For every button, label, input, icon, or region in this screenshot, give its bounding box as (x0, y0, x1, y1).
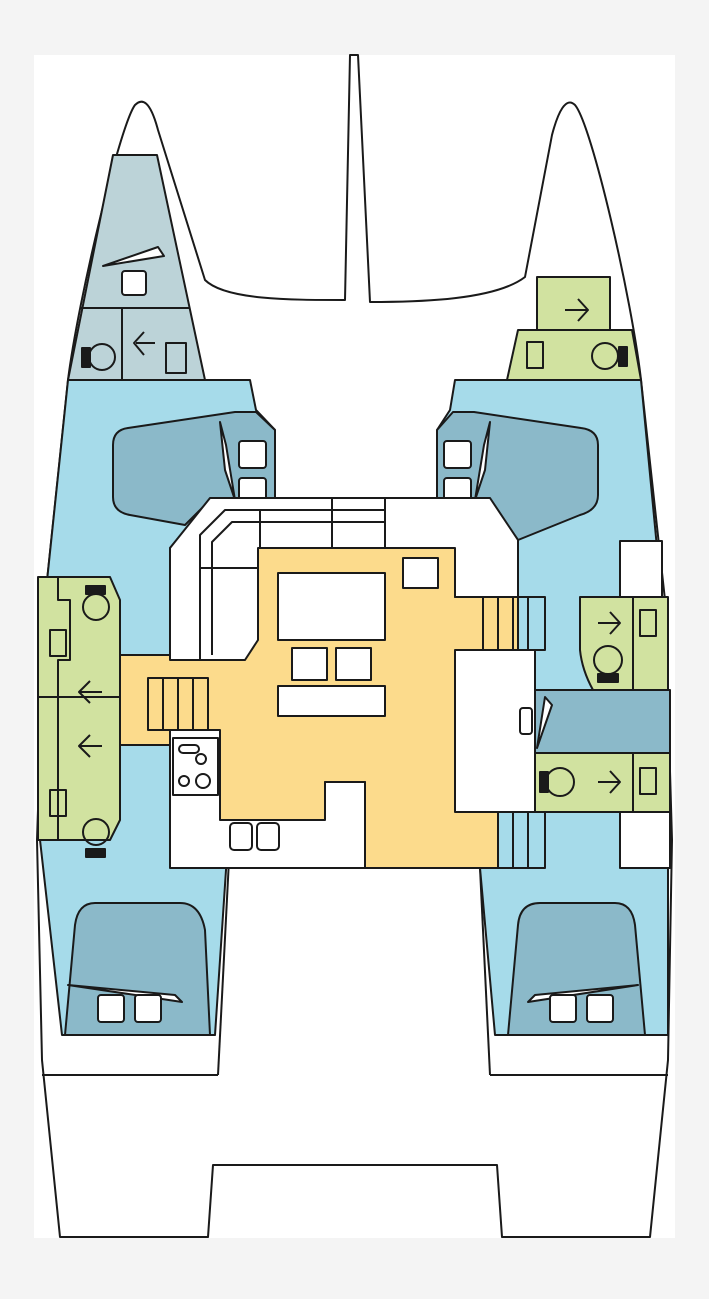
toilet-tank-icon (539, 771, 549, 793)
stool-icon (335, 647, 372, 681)
sink-icon (586, 994, 614, 1023)
shower-arrow-icon (78, 680, 102, 704)
shower-arrow-icon (133, 331, 155, 356)
shower-tray-icon (639, 609, 657, 637)
toilet-tank-icon (618, 346, 628, 367)
shower-tray-icon (49, 789, 67, 817)
shower-arrow-icon (598, 611, 621, 635)
shower-tray-icon (49, 629, 67, 657)
stairs-icon (482, 596, 546, 651)
sink-icon (121, 270, 147, 296)
sink-icon (443, 477, 472, 501)
sink-icon (229, 822, 253, 851)
burner-icon (178, 775, 190, 787)
bath-inner-wall (57, 577, 71, 840)
bench-icon (277, 685, 386, 717)
toilet-icon (82, 818, 110, 846)
sofa-cushion-line (211, 521, 385, 655)
burner-icon (195, 773, 211, 789)
sink-icon (549, 994, 577, 1023)
shower-arrow-icon (598, 770, 621, 794)
toilet-tank-icon (597, 673, 619, 683)
stove-knob-bar (178, 744, 200, 754)
sofa-cushion-line (199, 509, 385, 660)
sink-icon (238, 440, 267, 469)
burner-icon (195, 753, 207, 765)
stool-icon (291, 647, 328, 681)
shower-tray-icon (165, 342, 187, 374)
left-cockpit-edge (217, 839, 231, 1076)
shower-tray-icon (526, 341, 544, 369)
shower-arrow-icon (565, 298, 589, 322)
sink-icon (443, 440, 472, 469)
sink-icon (134, 994, 162, 1023)
fridge-icon (519, 707, 533, 735)
right-cockpit-edge (479, 867, 491, 1076)
storage-box (619, 540, 663, 598)
toilet-tank-icon (85, 585, 106, 595)
nav-seat (402, 557, 439, 589)
sink-icon (256, 822, 280, 851)
shower-arrow-icon (78, 734, 102, 758)
table-icon (277, 572, 386, 641)
shower-tray-icon (639, 767, 657, 795)
bunk-pillow-icon (102, 246, 165, 267)
sink-icon (97, 994, 125, 1023)
stairs-icon (497, 811, 546, 869)
storage-box (619, 811, 671, 869)
stairs-icon (147, 677, 209, 731)
sink-icon (238, 477, 267, 501)
bunk-pillow-icon (536, 696, 553, 749)
toilet-tank-icon (85, 848, 106, 858)
toilet-tank-icon (81, 347, 91, 368)
